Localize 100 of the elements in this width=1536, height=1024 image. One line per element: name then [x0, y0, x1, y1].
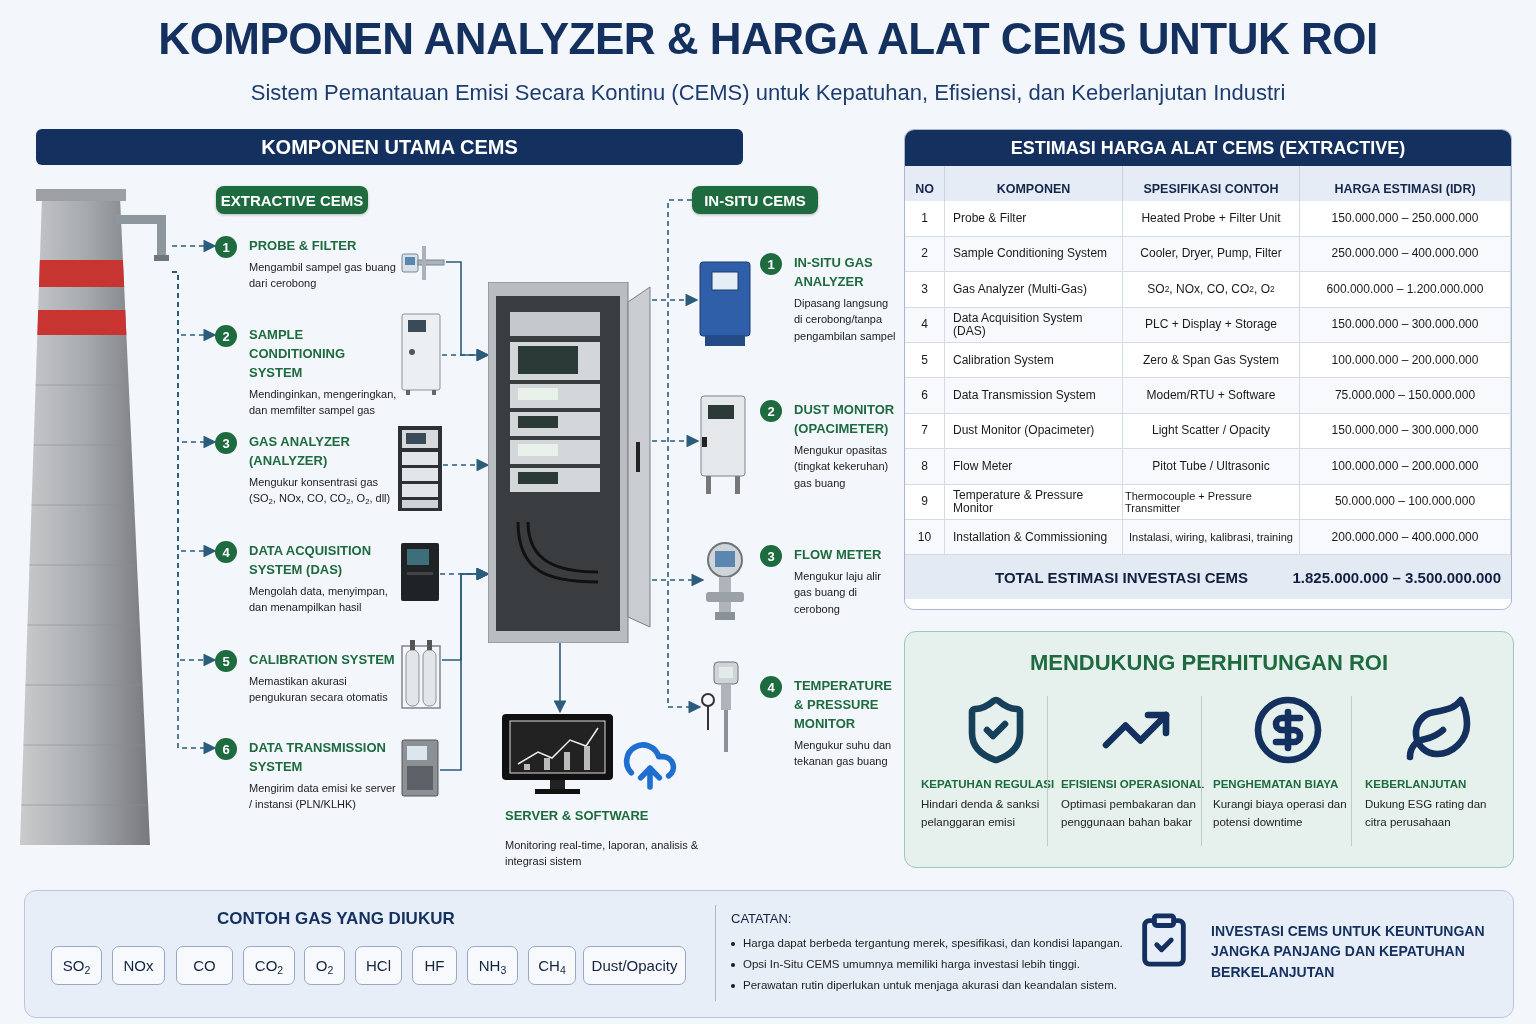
table-cell: Sample Conditioning System — [945, 236, 1123, 273]
component-heading: TEMPERATURE & PRESSURE MONITOR — [794, 677, 893, 733]
section-title: KOMPONEN UTAMA CEMS — [261, 135, 518, 159]
component-description: Mengukur konsentrasi gas (SO$_{2}$, NOx, CO, CO$_{2}$, O$_{2}$, dll) — [249, 474, 392, 507]
flow-meter-drawing — [703, 540, 747, 622]
gas-chip: NH$_{3}$ — [467, 946, 518, 985]
table-cell: Cooler, Dryer, Pump, Filter — [1123, 236, 1300, 273]
benefit-heading: KEBERLANJUTAN — [1365, 778, 1467, 790]
benefit-description: Hindari denda & sanksi pelanggaran emisi — [921, 797, 1041, 830]
component-description: Memastikan akurasi pengukuran secara otomatis — [249, 673, 389, 706]
component-heading: IN-SITU GAS ANALYZER — [794, 254, 874, 291]
table-cell: Flow Meter — [945, 449, 1123, 485]
conditioning-unit-drawing — [400, 312, 442, 396]
step-number: 1 — [760, 253, 782, 275]
table-cell: Gas Analyzer (Multi-Gas) — [945, 272, 1123, 308]
component-heading: FLOW METER — [794, 546, 883, 564]
step-number: 3 — [215, 432, 237, 454]
gas-chip: NOx — [112, 946, 165, 985]
table-cell: Zero & Span Gas System — [1123, 342, 1300, 379]
table-cell: 4 — [905, 307, 945, 343]
connector-arrow — [651, 573, 705, 587]
component-description: Mengukur suhu dan tekanan gas buang — [794, 737, 893, 770]
investment-tagline: INVESTASI CEMS UNTUK KEUNTUNGAN JANGKA PANJANG DAN KEPATUHAN BERKELANJUTAN — [1211, 922, 1486, 982]
table-cell: Probe & Filter — [945, 201, 1123, 237]
gas-chip: CO$_{2}$ — [243, 946, 295, 985]
table-cell: 100.000.000 – 200.000.000 — [1300, 342, 1511, 379]
component-heading: DATA TRANSMISSION SYSTEM — [249, 739, 387, 776]
benefit-description: Optimasi pembakaran dan penggunaan bahan bakar — [1061, 797, 1197, 830]
panel-heading: CONTOH GAS YANG DIUKUR — [217, 909, 455, 929]
table-cell: Instalasi, wiring, kalibrasi, training — [1123, 519, 1300, 556]
table-cell: 75.000.000 – 150.000.000 — [1300, 378, 1511, 414]
gas-chip: CO — [176, 946, 233, 985]
gas-chip: Dust/Opacity — [583, 946, 686, 985]
component-heading: DUST MONITOR (OPACIMETER) — [794, 401, 896, 438]
note-item: Harga dapat berbeda tergantung merek, spesifikasi, dan kondisi lapangan. — [743, 936, 1123, 951]
table-cell: 150.000.000 – 300.000.000 — [1300, 413, 1511, 450]
table-cell: Calibration System — [945, 342, 1123, 379]
total-value: 1.825.000.000 – 3.500.000.000 — [1292, 568, 1501, 586]
step-number: 4 — [215, 541, 237, 563]
section-header-bar — [36, 129, 743, 165]
component-heading: CALIBRATION SYSTEM — [249, 651, 396, 669]
note-item: Opsi In-Situ CEMS umumnya memiliki harga investasi lebih tinggi. — [743, 957, 1080, 972]
gas-chip: CH$_{4}$ — [528, 946, 576, 985]
table-cell: 6 — [905, 378, 945, 414]
gas-chip: HCl — [355, 946, 402, 985]
table-cell: 2 — [905, 236, 945, 273]
component-description: Mengambil sampel gas buang dari cerobong — [249, 259, 397, 292]
step-number: 6 — [215, 738, 237, 760]
category-label: EXTRACTIVE CEMS — [216, 186, 368, 214]
table-cell: 100.000.000 – 200.000.000 — [1300, 449, 1511, 485]
connector-arrow — [171, 239, 217, 253]
table-cell: Temperature & Pressure Monitor — [945, 484, 1123, 520]
table-cell: Installation & Commissioning — [945, 519, 1123, 556]
table-cell: 600.000.000 – 1.200.000.000 — [1300, 272, 1511, 308]
component-description: Mengolah data, menyimpan, dan menampilkan hasil — [249, 583, 389, 616]
table-cell: 3 — [905, 272, 945, 308]
component-description: Mengukur laju alir gas buang di cerobong — [794, 568, 882, 617]
table-cell: 9 — [905, 484, 945, 520]
table-cell: 1 — [905, 201, 945, 237]
table-cell: Modem/RTU + Software — [1123, 378, 1300, 414]
table-title: ESTIMASI HARGA ALAT CEMS (EXTRACTIVE) — [905, 130, 1511, 166]
step-number: 1 — [215, 236, 237, 258]
component-heading: SERVER & SOFTWARE — [505, 807, 650, 825]
table-cell: 150.000.000 – 300.000.000 — [1300, 307, 1511, 343]
component-description: Dipasang langsung di cerobong/tanpa pengambilan sampel — [794, 295, 897, 344]
table-cell: 150.000.000 – 250.000.000 — [1300, 201, 1511, 237]
connector-arrow — [441, 348, 490, 362]
page-title: KOMPONEN ANALYZER & HARGA ALAT CEMS UNTUK ROI — [157, 14, 1379, 64]
data-logger-drawing — [400, 542, 440, 604]
connector-arrow — [171, 271, 217, 755]
component-description: Mengukur opasitas (tingkat kekeruhan) gas buang — [794, 442, 890, 491]
benefit-description: Kurangi biaya operasi dan potensi downtime — [1213, 797, 1348, 830]
page-subtitle: Sistem Pemantauan Emisi Secara Kontinu (CEMS) untuk Kepatuhan, Efisiensi, dan Keberlanjutan Industri — [249, 80, 1287, 106]
connector-arrow — [667, 199, 702, 714]
table-cell: 8 — [905, 449, 945, 485]
connector-arrow — [442, 458, 490, 472]
step-number: 2 — [215, 325, 237, 347]
connector-arrow — [439, 567, 490, 771]
table-cell: Dust Monitor (Opacimeter) — [945, 413, 1123, 450]
step-number: 3 — [760, 545, 782, 567]
cems-cabinet-drawing — [488, 282, 652, 643]
component-heading: GAS ANALYZER (ANALYZER) — [249, 433, 351, 470]
step-number: 4 — [760, 676, 782, 698]
table-cell: 50.000.000 – 100.000.000 — [1300, 484, 1511, 520]
table-cell: 250.000.000 – 400.000.000 — [1300, 236, 1511, 273]
monitor-drawing — [500, 712, 615, 796]
table-cell: 7 — [905, 413, 945, 450]
component-heading: DATA ACQUISITION SYSTEM (DAS) — [249, 542, 373, 579]
component-heading: SAMPLE CONDITIONING SYSTEM — [249, 326, 347, 382]
benefit-heading: KEPATUHAN REGULASI — [921, 778, 1055, 790]
notes-heading: CATATAN: — [731, 911, 792, 926]
table-cell: Heated Probe + Filter Unit — [1123, 201, 1300, 237]
total-label: TOTAL ESTIMASI INVESTASI CEMS — [995, 568, 1249, 586]
table-cell: Data Acquisition System (DAS) — [945, 307, 1123, 343]
step-number: 5 — [215, 650, 237, 672]
note-item: Perawatan rutin diperlukan untuk menjaga akurasi dan keandalan sistem. — [743, 978, 1117, 993]
gas-chip: O$_{2}$ — [304, 946, 345, 985]
table-cell: 200.000.000 – 400.000.000 — [1300, 519, 1511, 556]
table-cell: PLC + Display + Storage — [1123, 307, 1300, 343]
table-cell: 5 — [905, 342, 945, 379]
